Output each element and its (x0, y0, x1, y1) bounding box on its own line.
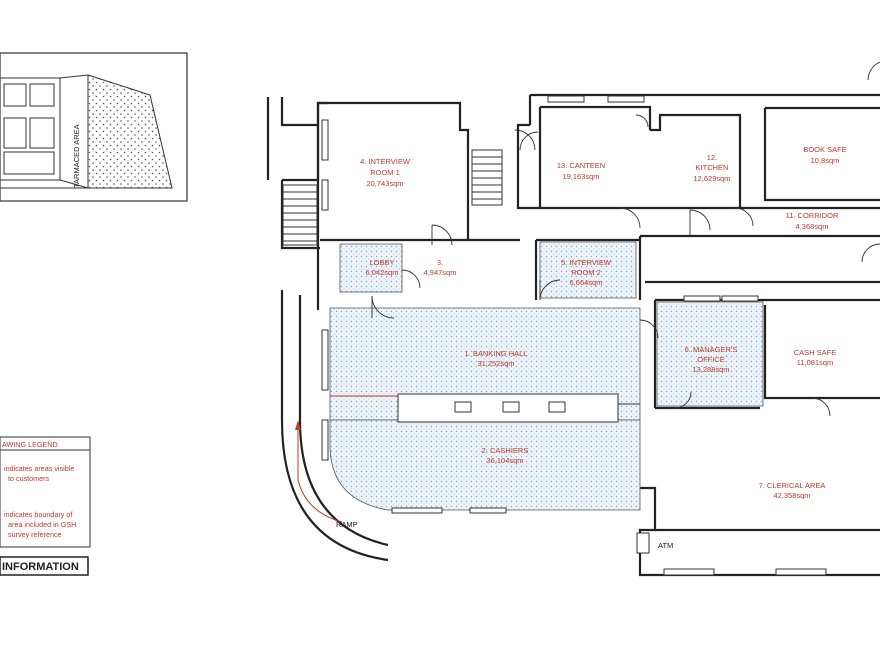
cashiers-line1: 2. CASHIERS (482, 446, 529, 455)
legend-item2-line3: survey reference (8, 530, 62, 539)
tarmac-label: TARMACED AREA (72, 124, 81, 188)
interview-room-1-line2: ROOM 1 (370, 168, 400, 177)
kitchen-line1: 12. (707, 153, 717, 162)
drawing-legend: AWING LEGEND indicates areas visible to … (0, 436, 91, 548)
cashier-counter (330, 393, 640, 423)
atm-label: ATM (658, 541, 673, 550)
cash-safe-line1: CASH SAFE (794, 348, 837, 357)
windows (321, 95, 827, 576)
legend-item1-line1: indicates areas visible (4, 464, 74, 473)
customer-areas (329, 241, 764, 511)
legend-item1-line2: to customers (8, 474, 50, 483)
interview-room-2-line2: ROOM 2 (571, 268, 601, 277)
information-label: INFORMATION (2, 561, 79, 573)
legend-item2-line1: indicates boundary of (4, 510, 72, 519)
doors (371, 61, 880, 417)
building-walls (266, 93, 880, 577)
atm-box (636, 532, 650, 554)
book-safe-area: 10,8sqm (811, 156, 840, 165)
managers-office-line2: OFFICE (697, 355, 725, 364)
kitchen-area: 12,629sqm (693, 174, 730, 183)
canteen-line1: 13. CANTEEN (557, 161, 605, 170)
corridor-area: 4,368sqm (796, 222, 829, 231)
legend-item2-line2: area included in GSH (8, 520, 76, 529)
room-3-area: 4,947sqm (424, 268, 457, 277)
interview-room-1-area: 20,743sqm (366, 179, 403, 188)
ramp-label: RAMP (336, 520, 358, 529)
kitchen-line2: KITCHEN (696, 163, 729, 172)
stairs-center (471, 149, 503, 206)
canteen-area: 19,163sqm (562, 172, 599, 181)
banking-hall-area: 31,252sqm (477, 359, 514, 368)
managers-office-line1: 6. MANAGER'S (685, 345, 738, 354)
stairs-left (282, 184, 318, 246)
interview-room-2-line1: 5. INTERVIEW (561, 258, 612, 267)
cashiers-area: 36,104sqm (486, 456, 523, 465)
clerical-area-area: 42,358sqm (773, 491, 810, 500)
information-box: INFORMATION (0, 556, 89, 576)
lobby-line1: LOBBY (369, 258, 394, 267)
interview-room-1-line1: 4. INTERVIEW (360, 157, 411, 166)
book-safe-line1: BOOK SAFE (803, 145, 846, 154)
room-3-line1: 3. (437, 258, 443, 267)
room-labels: 4. INTERVIEW ROOM 1 20,743sqm 13. CANTEE… (360, 145, 847, 500)
interview-room-2-area: 6,664sqm (570, 278, 603, 287)
site-map: TARMACED AREA (0, 52, 188, 202)
clerical-area-line1: 7. CLERICAL AREA (759, 481, 826, 490)
corridor-line1: 11. CORRIDOR (786, 211, 839, 220)
managers-office-area: 13,288sqm (692, 365, 729, 374)
lobby-area: 6,042sqm (366, 268, 399, 277)
legend-title: AWING LEGEND (2, 440, 58, 449)
banking-hall-line1: 1. BANKING HALL (465, 349, 528, 358)
ramp-arrow (295, 420, 343, 523)
cash-safe-area: 11,081sqm (797, 358, 834, 367)
